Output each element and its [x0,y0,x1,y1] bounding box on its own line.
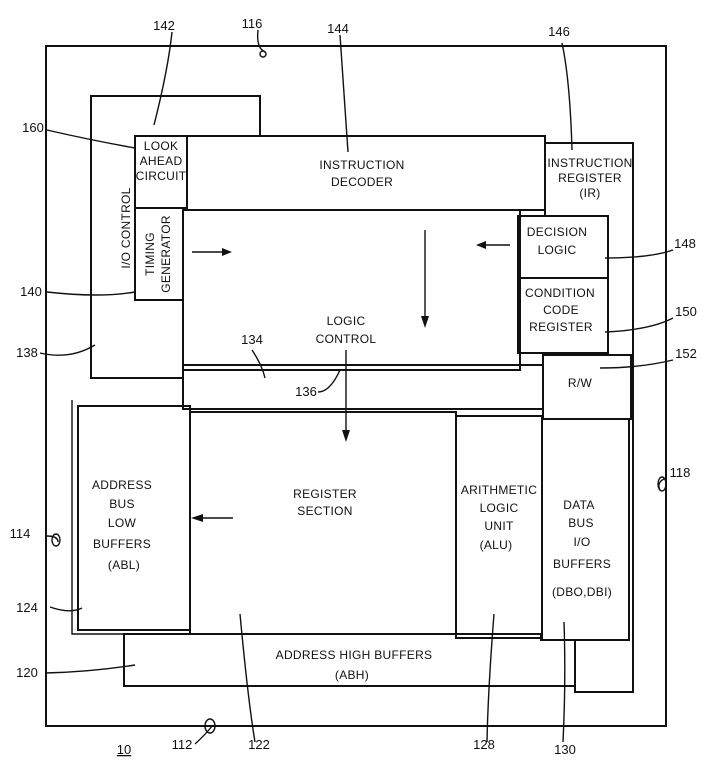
data-bus-buffers [541,418,630,641]
leader-lines [39,29,674,745]
chip-outline [45,45,667,727]
look-ahead-line-2: AHEAD [140,154,183,168]
alu-line-4: (ALU) [480,538,513,552]
ref-134: 134 [241,332,263,347]
ref-144: 144 [327,21,349,36]
data-bus-line-5: (DBO,DBI) [552,585,612,599]
data-bus-line-3: I/O [574,535,591,549]
decision-logic-line-1: DECISION [527,225,587,239]
timing-generator-line-2: GENERATOR [159,215,173,293]
abl-line-4: BUFFERS [93,537,151,551]
timing-generator-line-1: TIMING [143,232,157,276]
ccr-line-1: CONDITION [525,286,595,300]
ref-148: 148 [674,236,696,251]
ref-114: 114 [10,526,31,541]
logic-control-line-1: LOGIC [327,314,366,328]
ref-130: 130 [554,742,576,757]
abl-line-3: LOW [108,516,137,530]
ref-140: 140 [20,284,42,299]
ref-138: 138 [16,345,38,360]
register-section-line-2: SECTION [297,504,352,518]
ref-118: 118 [670,465,691,480]
alu-line-2: LOGIC [480,501,519,515]
ccr-line-3: REGISTER [529,320,593,334]
alu-line-3: UNIT [484,519,514,533]
logic-control [182,209,521,371]
ref-146: 146 [548,24,570,39]
decision-logic-line-2: LOGIC [538,243,577,257]
data-bus-line-1: DATA [563,498,594,512]
ref-122: 122 [248,737,270,752]
ref-128: 128 [473,737,495,752]
register-section [189,411,457,635]
edge-markers [51,476,667,734]
ref-124: 124 [16,600,38,615]
abl-line-5: (ABL) [108,558,140,572]
look-ahead-line-1: LOOK [144,139,179,153]
alu-line-1: ARITHMETIC [461,483,537,497]
data-bus-line-2: BUS [568,516,594,530]
io-control-label: I/O CONTROL [119,187,133,268]
address-high-buffers [123,633,576,687]
inner-border [71,400,124,635]
ref-120: 120 [16,665,38,680]
instruction-decoder-line-2: DECODER [331,175,393,189]
block-labels: LOOK AHEAD CIRCUIT INSTRUCTION DECODER I… [92,139,632,682]
ref-160: 160 [22,120,44,135]
ref-152: 152 [675,346,697,361]
abl-line-2: BUS [109,497,135,511]
abh-line-1: ADDRESS HIGH BUFFERS [276,648,433,662]
data-bus-line-4: BUFFERS [553,557,611,571]
ref-150: 150 [675,304,697,319]
register-section-line-1: REGISTER [293,487,357,501]
arrows [191,230,510,522]
instruction-register-line-2: REGISTER [558,171,622,185]
ref-142: 142 [153,18,175,33]
abh-line-2: (ABH) [335,668,369,682]
reference-numerals: 142 116 144 146 160 148 140 150 138 134 … [10,16,697,757]
ref-10: 10 [117,742,131,757]
ref-116: 116 [242,16,263,31]
logic-control-line-2: CONTROL [316,332,377,346]
instruction-decoder [186,135,546,211]
abl-line-1: ADDRESS [92,478,152,492]
instruction-register-line-1: INSTRUCTION [547,156,632,170]
look-ahead-line-3: CIRCUIT [136,169,187,183]
condition-code-register [517,277,609,354]
ref-112: 112 [172,737,193,752]
instruction-register-line-3: (IR) [579,186,600,200]
instruction-decoder-line-1: INSTRUCTION [319,158,404,172]
rw-label: R/W [568,376,593,390]
ccr-line-2: CODE [543,303,579,317]
ref-136: 136 [295,384,317,399]
strip-134 [182,364,544,410]
